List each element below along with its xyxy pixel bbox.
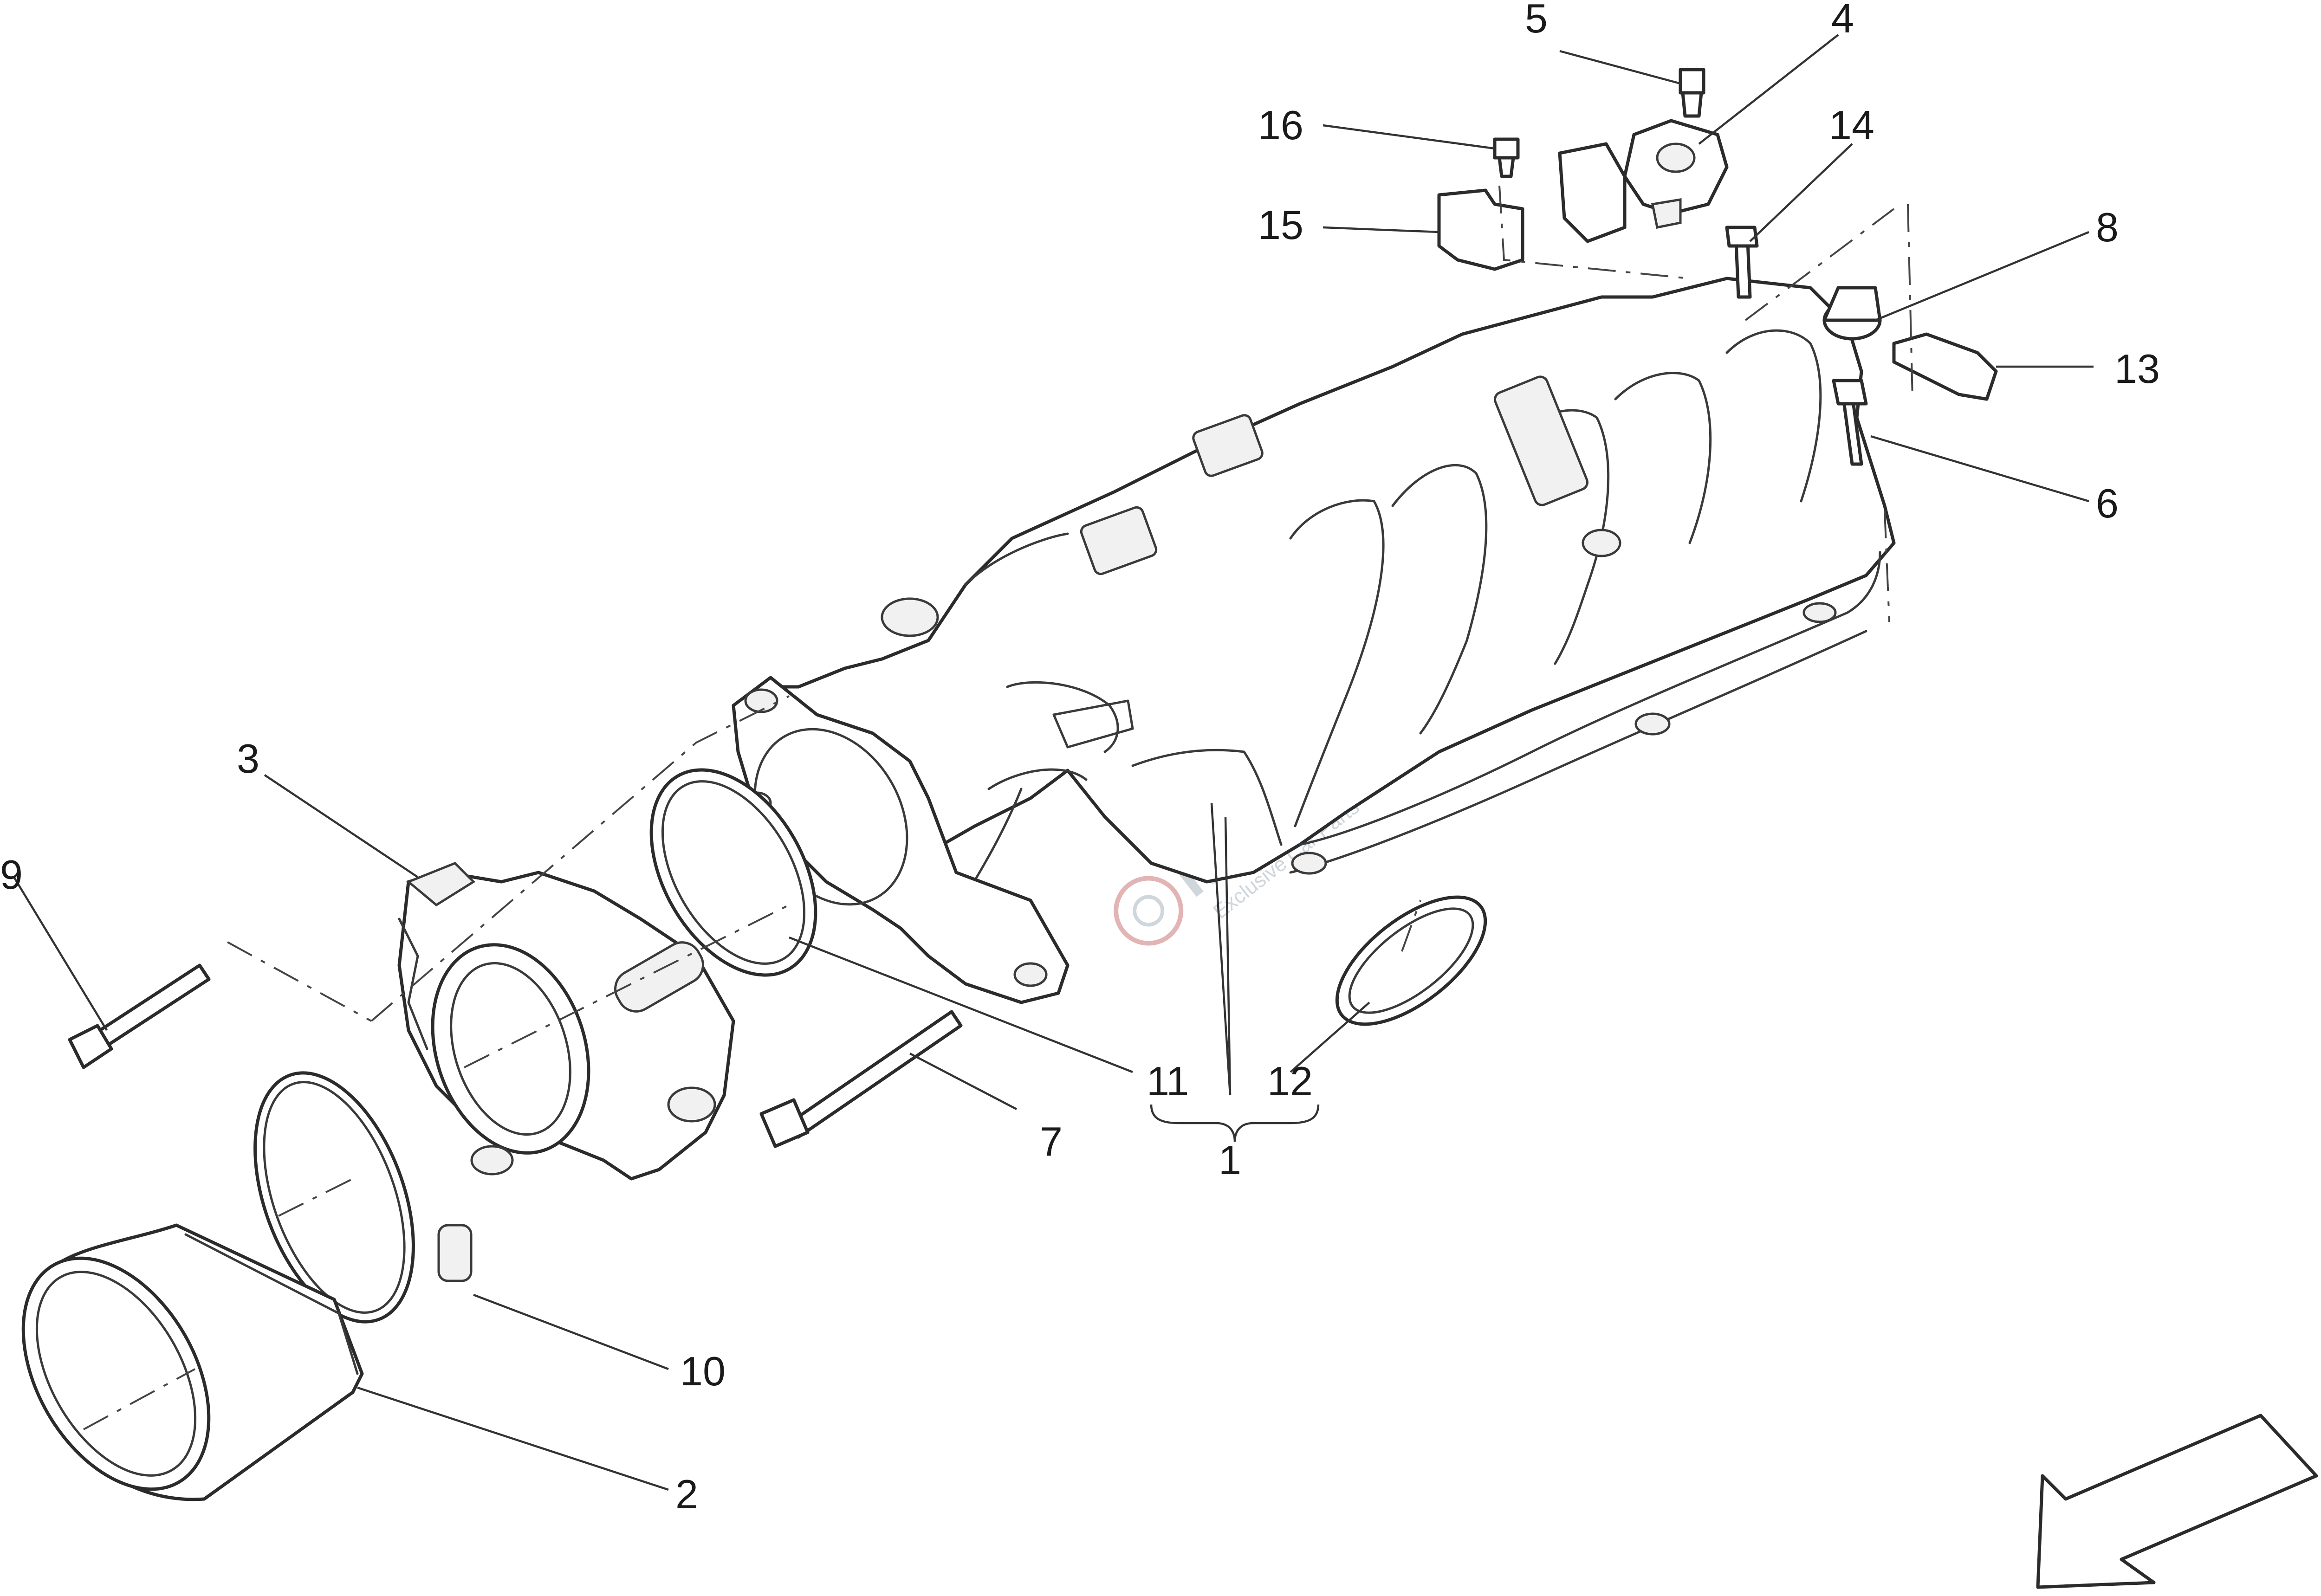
callout-9: 9 xyxy=(0,852,23,898)
bolt-9-part xyxy=(68,963,211,1069)
gasket-12-part xyxy=(1335,895,1487,1026)
bracket-15-part xyxy=(1437,188,1524,271)
callout-1: 1 xyxy=(1219,1137,1241,1183)
callout-8: 8 xyxy=(2096,204,2119,250)
bolt-6-part xyxy=(1832,379,1868,466)
callout-2: 2 xyxy=(675,1471,698,1517)
gasket-11-part xyxy=(649,768,817,977)
assembly-lines xyxy=(83,185,1913,1430)
arrow-icon xyxy=(2036,1414,2318,1589)
callout-12: 12 xyxy=(1267,1058,1313,1104)
throttle-body-part xyxy=(397,862,735,1181)
callout-6: 6 xyxy=(2096,480,2119,526)
callout-13: 13 xyxy=(2114,346,2160,392)
callout-14: 14 xyxy=(1829,102,1874,148)
leader-lines xyxy=(13,34,2094,1491)
sensor-4-part xyxy=(1558,119,1729,243)
bolt-7-part xyxy=(759,1010,963,1148)
screw-5-part xyxy=(1679,68,1705,118)
air-duct-part xyxy=(21,1223,364,1501)
callout-7: 7 xyxy=(1040,1118,1063,1164)
callout-15: 15 xyxy=(1258,202,1303,248)
callout-16: 16 xyxy=(1258,102,1303,148)
callout-3: 3 xyxy=(237,736,259,782)
callout-10: 10 xyxy=(680,1348,726,1394)
callout-labels: 1 2 3 4 5 6 7 8 9 10 11 12 13 14 15 16 xyxy=(0,0,2160,1517)
cap-8-part xyxy=(1822,286,1882,341)
intake-manifold-part xyxy=(732,277,1896,1004)
callout-11: 11 xyxy=(1147,1058,1189,1104)
bracket-13-part xyxy=(1892,332,1998,401)
screw-16-part xyxy=(1493,137,1520,178)
bolt-14-part xyxy=(1725,226,1759,299)
hose-clamp-part xyxy=(253,1071,473,1324)
callout-4: 4 xyxy=(1831,0,1854,41)
callout-5: 5 xyxy=(1525,0,1548,41)
